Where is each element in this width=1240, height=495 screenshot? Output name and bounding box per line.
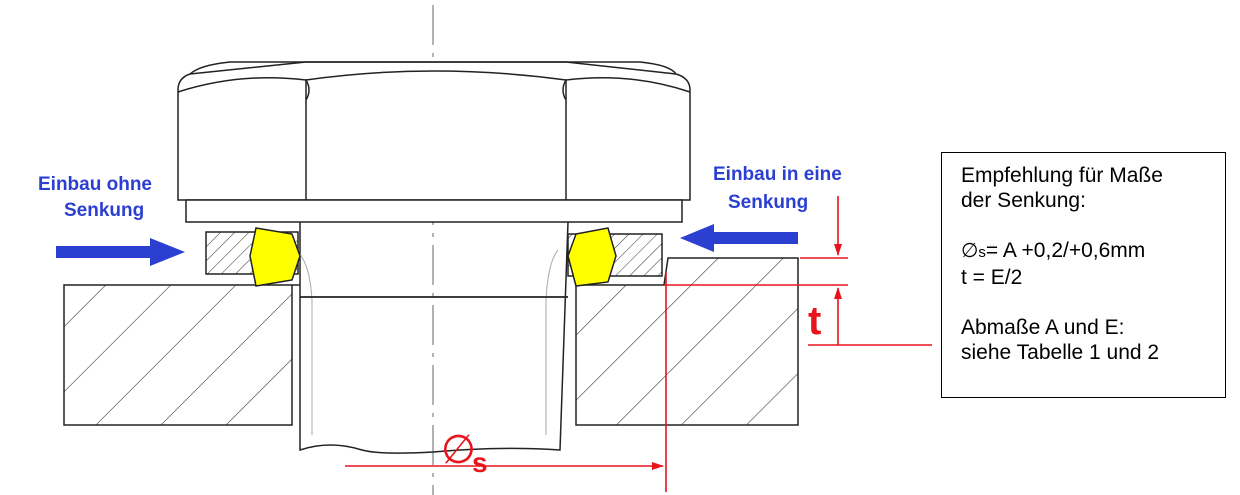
dimension-s-letter: s: [472, 447, 488, 478]
dimension-t-label: t: [808, 299, 821, 343]
box-formula-t: t = E/2: [961, 266, 1023, 289]
box-note-1: Abmaße A und E:: [961, 316, 1125, 339]
recommendation-box: Empfehlung für Maße der Senkung: ∅s= A +…: [941, 152, 1226, 398]
label-right-line2: Senkung: [728, 192, 808, 213]
label-left-line1: Einbau ohne: [38, 174, 152, 195]
arrow-left-blue: [56, 238, 185, 266]
plate-right: [575, 257, 799, 426]
arrow-right-blue: [680, 224, 798, 252]
dimension-s-symbol: ∅: [441, 428, 476, 472]
diameter-symbol: ∅: [961, 240, 979, 262]
seal-right: [567, 227, 663, 287]
box-line-1: Empfehlung für Maße: [961, 164, 1163, 187]
formula-s-rest: = A +0,2/+0,6mm: [985, 239, 1146, 262]
bolt-head: [177, 61, 691, 223]
box-formula-s: ∅s= A +0,2/+0,6mm: [961, 238, 1213, 265]
bolt-shank: [295, 221, 569, 454]
box-note-2: siehe Tabelle 1 und 2: [961, 341, 1160, 364]
diameter-subscript: s: [978, 244, 986, 261]
dimension-s: [345, 272, 667, 492]
plate-left: [63, 284, 300, 426]
seal-left: [205, 227, 301, 287]
label-left-line2: Senkung: [64, 200, 144, 221]
box-line-2: der Senkung:: [961, 189, 1086, 212]
label-right-line1: Einbau in eine: [713, 164, 842, 185]
dimension-t: [664, 196, 932, 346]
